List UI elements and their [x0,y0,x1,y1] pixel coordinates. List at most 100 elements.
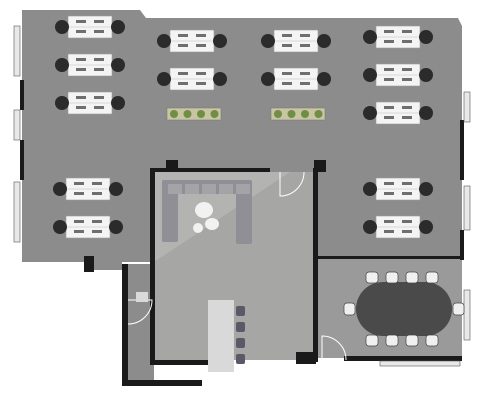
monitor [92,220,102,223]
monitor [402,78,412,81]
office-chair [109,220,123,234]
monitor [300,72,310,75]
monitor [94,68,104,71]
window-east-3 [463,289,471,341]
sofa-cushion [168,184,182,194]
office-chair [157,72,171,86]
monitor [74,182,84,185]
office-chair [111,96,125,110]
meeting-chair [405,334,419,347]
monitor [76,68,86,71]
window-south [379,360,461,367]
office-chair [157,34,171,48]
sofa-left-arm [162,180,178,242]
office-chair [53,220,67,234]
sofa-cushion [219,184,233,194]
cluster-w-1 [53,177,123,239]
monitor [282,44,292,47]
wall-meeting-north [316,256,462,259]
monitor [178,44,188,47]
meeting-chair [343,302,356,316]
monitor [384,78,394,81]
monitor [384,68,394,71]
column-3 [296,352,316,364]
meeting-table [356,282,452,336]
wall-corridor-south [122,380,202,386]
monitor [196,34,206,37]
office-chair [363,106,377,120]
monitor [300,82,310,85]
west-wall-segment-1 [20,80,24,110]
monitor [76,58,86,61]
doors [127,171,347,361]
monitor [92,182,102,185]
monitor [196,44,206,47]
windows [13,25,471,367]
meeting-chair [425,271,439,284]
monitor [402,220,412,223]
monitor [178,72,188,75]
office-chair [213,72,227,86]
meeting-chair [425,334,439,347]
cluster-ne-1 [363,25,433,125]
office-chair [55,20,69,34]
wall-lounge-north [150,168,270,172]
office-chair [363,30,377,44]
monitor [94,20,104,23]
meeting-chair [385,271,399,284]
planters [166,107,326,121]
west-wall-segment-2 [20,140,24,180]
cluster-n-1 [157,29,227,91]
bar-stool [236,322,245,332]
monitor [282,34,292,37]
corridor-cabinet [136,292,148,302]
office-chair [419,30,433,44]
monitor [94,58,104,61]
office-chair [317,34,331,48]
monitor [402,40,412,43]
walls [20,80,464,386]
plant [314,110,323,118]
meeting-chair [365,334,379,347]
door-meeting [321,335,347,361]
monitor [402,30,412,33]
open-office-floor [22,10,462,270]
cluster-e-1 [363,177,433,239]
plant [183,110,192,118]
meeting-chairs [343,271,465,347]
bar-stool [236,306,245,316]
monitor [178,82,188,85]
monitor [74,220,84,223]
bar-stool [236,354,245,364]
window-west-2 [13,109,21,141]
monitor [196,82,206,85]
desk-clusters [53,15,433,239]
monitor [76,96,86,99]
office-chair [363,220,377,234]
office-chair [419,106,433,120]
bar-counter [208,300,234,372]
window-west-3 [13,181,21,243]
monitor [74,192,84,195]
monitor [94,106,104,109]
office-chair [419,68,433,82]
meeting-chair [385,334,399,347]
office-chair [363,182,377,196]
column-1 [166,160,178,172]
office-chair [261,72,275,86]
plant [210,110,219,118]
office-chair [419,182,433,196]
monitor [74,230,84,233]
monitor [384,230,394,233]
monitor [402,230,412,233]
monitor [92,192,102,195]
window-east-1 [463,91,471,123]
monitor [384,30,394,33]
monitor [94,30,104,33]
monitor [300,44,310,47]
door-corridor [127,299,153,325]
bar-stool [236,338,245,348]
coffee-table-1 [195,202,213,218]
cluster-nw-1 [55,15,125,115]
